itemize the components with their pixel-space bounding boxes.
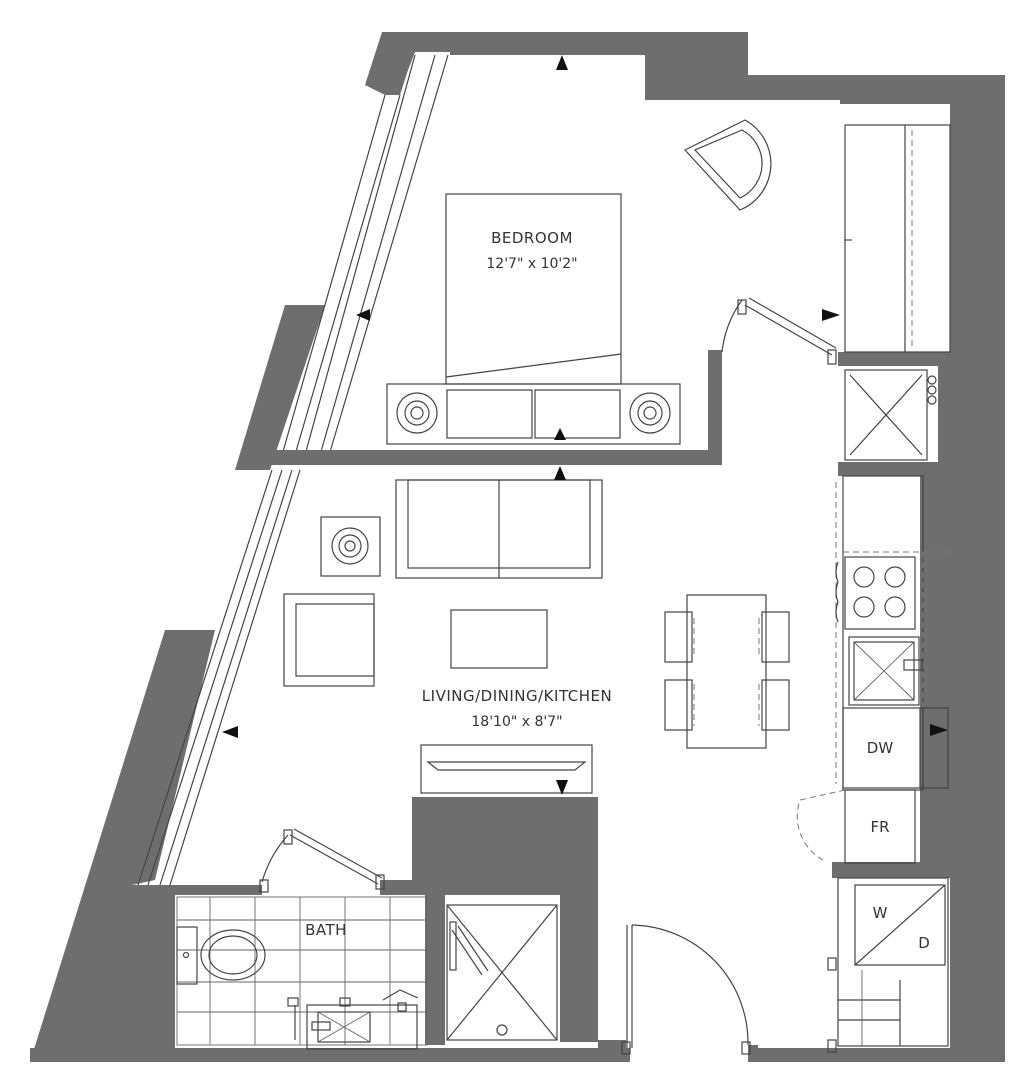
bedroom-dimensions: 12'7" x 10'2" xyxy=(486,256,577,272)
section-arrows xyxy=(222,55,948,795)
dining-table xyxy=(664,594,790,749)
washer-label: W xyxy=(873,904,888,922)
media-console xyxy=(420,744,593,794)
living-dimensions: 18'10" x 8'7" xyxy=(471,714,562,730)
vanity-sink xyxy=(287,989,419,1050)
arrow-living-top xyxy=(554,466,566,480)
coffee-table xyxy=(450,609,548,669)
cooktop xyxy=(835,556,916,630)
bedroom-chair xyxy=(684,119,772,211)
washer-dryer: W D xyxy=(854,884,946,966)
armchair xyxy=(283,593,375,687)
shower xyxy=(446,904,558,1041)
bath-floor-tiles xyxy=(176,896,428,1046)
interior-walls xyxy=(130,350,960,1062)
dryer-label: D xyxy=(918,934,930,952)
sofa xyxy=(395,479,603,579)
exterior-walls xyxy=(30,32,1005,1062)
side-table-lamp xyxy=(320,516,381,577)
arrow-bedroom-bottom xyxy=(554,428,566,440)
bath-door xyxy=(259,828,385,893)
dishwasher: DW xyxy=(842,707,949,789)
arrow-left-living xyxy=(222,726,238,738)
window-living xyxy=(137,469,301,886)
bedroom-closet xyxy=(844,124,951,353)
bedroom-name: BEDROOM xyxy=(491,229,573,247)
arrow-top-bedroom xyxy=(556,55,568,70)
bedroom-door xyxy=(721,297,837,365)
arrow-media xyxy=(556,780,568,795)
fridge-label: FR xyxy=(870,818,889,836)
living-name: LIVING/DINING/KITCHEN xyxy=(422,687,612,705)
nightstands-and-headboard xyxy=(386,383,681,445)
arrow-right-kitchen xyxy=(930,724,948,736)
laundry-shelving xyxy=(827,877,949,1053)
arrow-left-bedroom xyxy=(356,309,370,321)
dishwasher-label: DW xyxy=(867,739,894,757)
entry-door xyxy=(621,924,751,1055)
fridge: FR xyxy=(796,789,916,864)
bed xyxy=(445,193,622,385)
bath-name: BATH xyxy=(305,921,347,939)
arrow-right-closet xyxy=(822,309,840,321)
window-bedroom xyxy=(279,54,449,466)
toilet xyxy=(176,926,266,985)
kitchen-sink xyxy=(848,636,923,706)
pantry xyxy=(844,369,937,461)
